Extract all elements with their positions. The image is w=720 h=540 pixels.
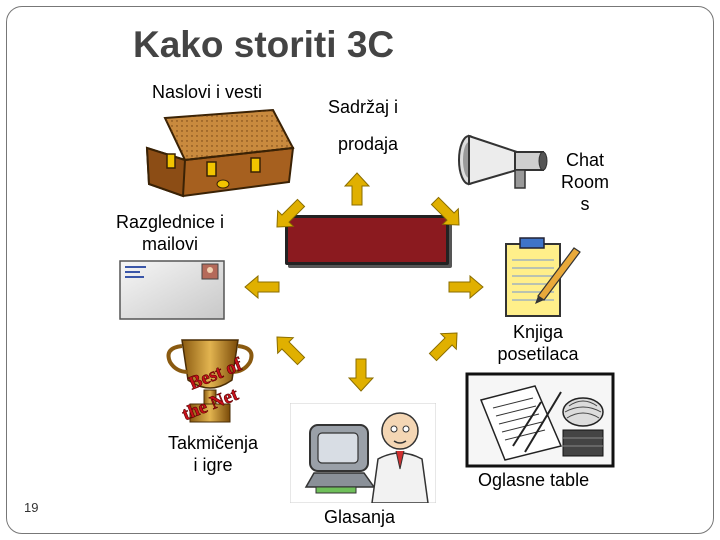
arrow-up-icon xyxy=(344,172,370,206)
label-oglasne: Oglasne table xyxy=(478,470,590,490)
label-razglednice: Razglednice i mailovi xyxy=(96,211,244,255)
label-razglednice-line1: Razglednice i xyxy=(115,212,225,232)
megaphone-icon xyxy=(458,134,548,189)
slide-frame xyxy=(6,6,714,534)
notepad-icon xyxy=(505,237,581,317)
center-hub xyxy=(285,215,449,265)
arrow-down-left-icon xyxy=(276,336,306,366)
trophy-icon: Best of the Net xyxy=(166,339,254,426)
label-naslovi: Naslovi i vesti xyxy=(152,82,263,102)
label-chat-line1: Chat xyxy=(565,150,605,170)
label-chat-line3: s xyxy=(580,194,590,214)
arrow-down-right-icon xyxy=(428,332,458,362)
label-sadrzaj-line2: prodaja xyxy=(338,134,399,154)
slide-title: Kako storiti 3C xyxy=(133,24,395,65)
label-takmicenja-line2: i igre xyxy=(193,455,233,475)
bulletin-board-icon xyxy=(465,372,615,468)
postcard-icon xyxy=(119,260,225,320)
arrow-left-icon xyxy=(244,275,280,299)
label-knjiga: Knjiga posetilaca xyxy=(480,321,596,365)
computer-user-icon xyxy=(290,403,436,503)
label-knjiga-line2: posetilaca xyxy=(497,344,579,364)
arrow-up-right-icon xyxy=(430,196,460,226)
label-sadrzaj-line1: Sadržaj i xyxy=(328,97,399,117)
label-takmicenja: Takmičenja i igre xyxy=(150,432,276,476)
label-glasanja: Glasanja xyxy=(324,507,396,527)
arrow-right-icon xyxy=(448,275,484,299)
label-takmicenja-line1: Takmičenja xyxy=(167,433,259,453)
arrow-up-left-icon xyxy=(276,198,306,228)
arrow-down-icon xyxy=(348,358,374,392)
label-razglednice-line2: mailovi xyxy=(141,234,198,254)
label-chat-rooms: Chat Room s xyxy=(548,149,622,215)
label-knjiga-line1: Knjiga xyxy=(512,322,564,342)
briefcase-icon xyxy=(145,108,295,198)
label-chat-line2: Room xyxy=(560,172,609,192)
page-number: 19 xyxy=(24,500,39,515)
